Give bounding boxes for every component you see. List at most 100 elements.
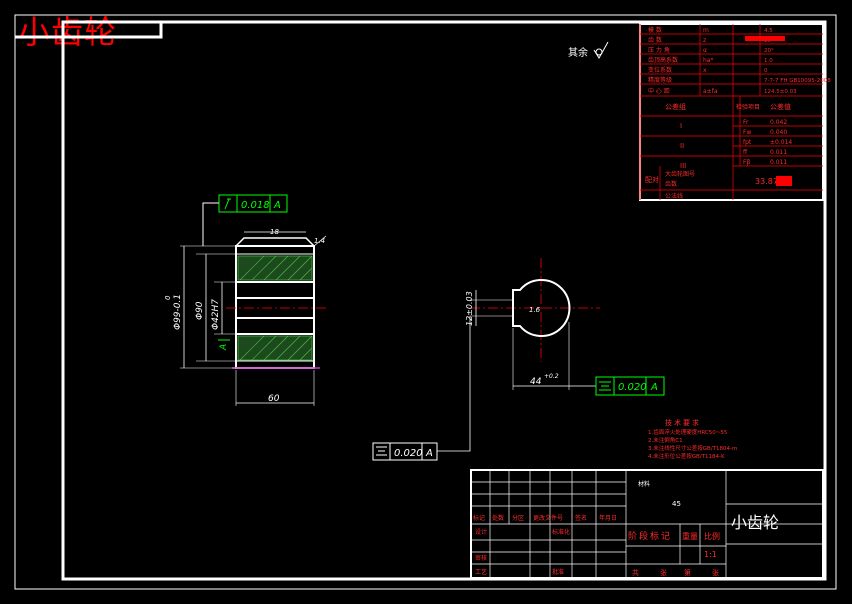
lower-tolerance-frame: 0.020 A <box>372 316 471 461</box>
stage-label: 阶段标记 <box>628 530 672 542</box>
sheet-no: 第 <box>684 568 691 577</box>
part-name: 小齿轮 <box>731 513 779 532</box>
check-header-item: 检验项目 <box>736 103 760 111</box>
roughness-icon <box>593 41 609 59</box>
tech-item-1: 1.齿面淬火处理硬度HRC50~55 <box>648 428 728 436</box>
symmetry-icon-lower <box>376 446 387 456</box>
param-label: 精度等级 <box>648 76 672 84</box>
mating-part: 大齿轮图号 <box>665 170 695 178</box>
dim-width: 60 <box>268 394 280 404</box>
mating-label: 配对 <box>645 175 659 184</box>
param-symbol: x <box>703 67 707 74</box>
label-standard: 标准化 <box>552 528 570 536</box>
dim-top: 18 <box>270 228 279 236</box>
tech-item-2: 2.未注倒角C1 <box>648 436 683 444</box>
outer-frame <box>14 14 837 590</box>
drawing-title-stamp: 小齿轮 <box>18 13 118 51</box>
dim-chamfer: 1.4 <box>314 237 325 245</box>
rev-header: 处数 <box>492 514 504 522</box>
label-review: 审核 <box>475 554 487 562</box>
lower-tolerance-value: 0.020 <box>394 448 423 459</box>
param-value: 20° <box>764 48 774 54</box>
param-label: 模 数 <box>648 26 662 34</box>
check-value: 0.040 <box>770 129 787 136</box>
param-value: 0 <box>764 68 768 74</box>
runout-datum: A <box>273 200 281 211</box>
label-design: 设计 <box>475 528 487 536</box>
rev-header: 年月日 <box>599 514 617 522</box>
mating-value: 33.87 <box>755 177 778 186</box>
runout-icon <box>224 198 231 210</box>
param-symbol: a±fa <box>703 88 718 95</box>
symmetry-frame: 0.020 A <box>595 376 665 396</box>
check-header-group: 公差组 <box>665 102 686 111</box>
label-process: 工艺 <box>475 568 487 576</box>
check-value: ±0.014 <box>770 139 792 146</box>
mating-highlight <box>776 176 792 186</box>
param-value: 7-7-7 FH GB10095-2008 <box>764 78 831 84</box>
sheet-no-unit: 张 <box>712 568 719 577</box>
check-symbol: ff <box>743 149 748 156</box>
param-highlight <box>745 36 785 41</box>
check-symbol: fpt <box>743 139 752 146</box>
tech-item-4: 4.未注形位公差按GB/T1184-K <box>648 452 725 460</box>
mating-teeth: 齿数 <box>665 180 677 188</box>
rev-header: 分区 <box>512 514 524 522</box>
param-value: 4.5 <box>764 28 773 34</box>
inner-frame <box>61 20 827 581</box>
rev-header: 标记 <box>473 514 485 522</box>
symmetry-value: 0.020 <box>618 382 647 393</box>
weight-label: 重量 <box>682 531 698 541</box>
tech-title: 技术要求 <box>665 418 701 427</box>
check-symbol: Fw <box>743 129 751 136</box>
check-symbol: Fβ <box>743 159 750 166</box>
gear-section-view: 0.018 A 18 1.4 <box>164 194 327 406</box>
hub-end-view: 12±0.03 1.6 44 +0.2 0.020 A <box>465 258 665 396</box>
check-group: II <box>680 142 684 150</box>
param-label: 压 力 角 <box>648 46 670 54</box>
bore-outline <box>512 279 571 337</box>
check-group: I <box>680 122 682 130</box>
param-value: 124.5±0.03 <box>764 89 797 95</box>
param-symbol: z <box>703 37 706 44</box>
roughness-label: 其余 <box>568 46 588 59</box>
datum-a-label: A <box>219 344 229 351</box>
scale-label: 比例 <box>704 531 720 541</box>
param-label: 中 心 距 <box>648 87 670 95</box>
sheet-total-unit: 张 <box>660 568 667 577</box>
runout-frame: 0.018 A <box>202 194 288 246</box>
param-symbol: α <box>703 47 707 54</box>
dim-90: Φ90 <box>195 301 205 320</box>
param-label: 齿 数 <box>648 36 662 44</box>
tech-item-3: 3.未注线性尺寸公差按GB/T1804-m <box>648 444 737 452</box>
last-row-label: 公法线 <box>665 192 683 200</box>
label-approve: 批准 <box>552 568 564 576</box>
lower-tolerance-datum: A <box>425 448 433 459</box>
dim-keyway-depth: 44 <box>530 377 542 387</box>
dim-keyway-width: 12±0.03 <box>465 291 474 326</box>
rev-header: 签名 <box>575 514 587 522</box>
runout-value: 0.018 <box>241 200 270 211</box>
param-symbol: ha* <box>703 57 713 64</box>
symmetry-icon <box>599 381 611 391</box>
check-group: III <box>680 162 686 170</box>
title-block: 材料 45 小齿轮 标记处数分区更改文件号签名年月日 设计 审核 工艺 标准化 … <box>470 469 824 579</box>
sheet-total: 共 <box>632 568 639 577</box>
hatch-upper <box>237 255 313 281</box>
symmetry-datum: A <box>650 382 658 393</box>
dim-outer-sup: 0 <box>164 295 172 300</box>
material-label: 材料 <box>638 480 650 488</box>
param-label: 齿顶高系数 <box>648 56 678 64</box>
material-value: 45 <box>672 500 681 508</box>
check-value: 0.042 <box>770 119 787 126</box>
gear-parameter-table: 模 数m4.5齿 数z20压 力 角α20°齿顶高系数ha*1.0变位系数x0精… <box>639 23 831 201</box>
dim-bore: Φ42H7 <box>211 299 221 330</box>
hatch-lower <box>237 335 313 361</box>
rev-header: 更改文件号 <box>533 514 563 522</box>
param-symbol: m <box>703 27 709 34</box>
dim-outer-diameter: Φ99-0.1 <box>173 294 183 330</box>
technical-requirements: 技术要求 1.齿面淬火处理硬度HRC50~55 2.未注倒角C1 3.未注线性尺… <box>648 418 737 460</box>
check-symbol: Fr <box>743 119 749 126</box>
check-header-value: 公差值 <box>770 102 791 111</box>
